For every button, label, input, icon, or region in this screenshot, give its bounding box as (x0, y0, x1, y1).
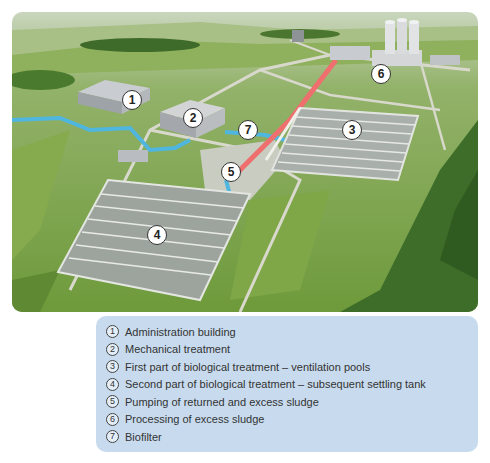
callout-number: 4 (106, 378, 119, 391)
legend-row: 4 Second part of biological treatment – s… (106, 378, 426, 391)
callout-number: 5 (106, 395, 119, 408)
legend-text: Biofilter (125, 431, 162, 443)
legend-row: 1 Administration building (106, 325, 236, 338)
callout-number: 5 (221, 162, 241, 182)
legend-text: Second part of biological treatment – su… (125, 378, 426, 390)
legend-text: Processing of excess sludge (125, 413, 264, 425)
callout-number: 7 (238, 120, 258, 140)
legend-row: 3 First part of biological treatment – ve… (106, 360, 370, 373)
legend-row: 6 Processing of excess sludge (106, 413, 264, 426)
legend-text: Administration building (125, 326, 236, 338)
callout-number: 3 (106, 360, 119, 373)
legend-row: 5 Pumping of returned and excess sludge (106, 395, 319, 408)
legend-text: First part of biological treatment – ven… (125, 361, 370, 373)
callout-number: 4 (147, 225, 167, 245)
callout-number: 3 (342, 120, 362, 140)
callout-number: 7 (106, 430, 119, 443)
legend-text: Pumping of returned and excess sludge (125, 396, 319, 408)
legend-row: 7 Biofilter (106, 430, 162, 443)
callout-number: 1 (122, 90, 142, 110)
legend-text: Mechanical treatment (125, 343, 230, 355)
callout-number: 1 (106, 325, 119, 338)
callout-number: 6 (106, 413, 119, 426)
legend-box: 1 Administration building 2 Mechanical trea… (96, 316, 478, 452)
legend-row: 2 Mechanical treatment (106, 343, 230, 356)
callout-number: 2 (183, 108, 203, 128)
callout-number: 6 (371, 64, 391, 84)
callout-number: 2 (106, 343, 119, 356)
